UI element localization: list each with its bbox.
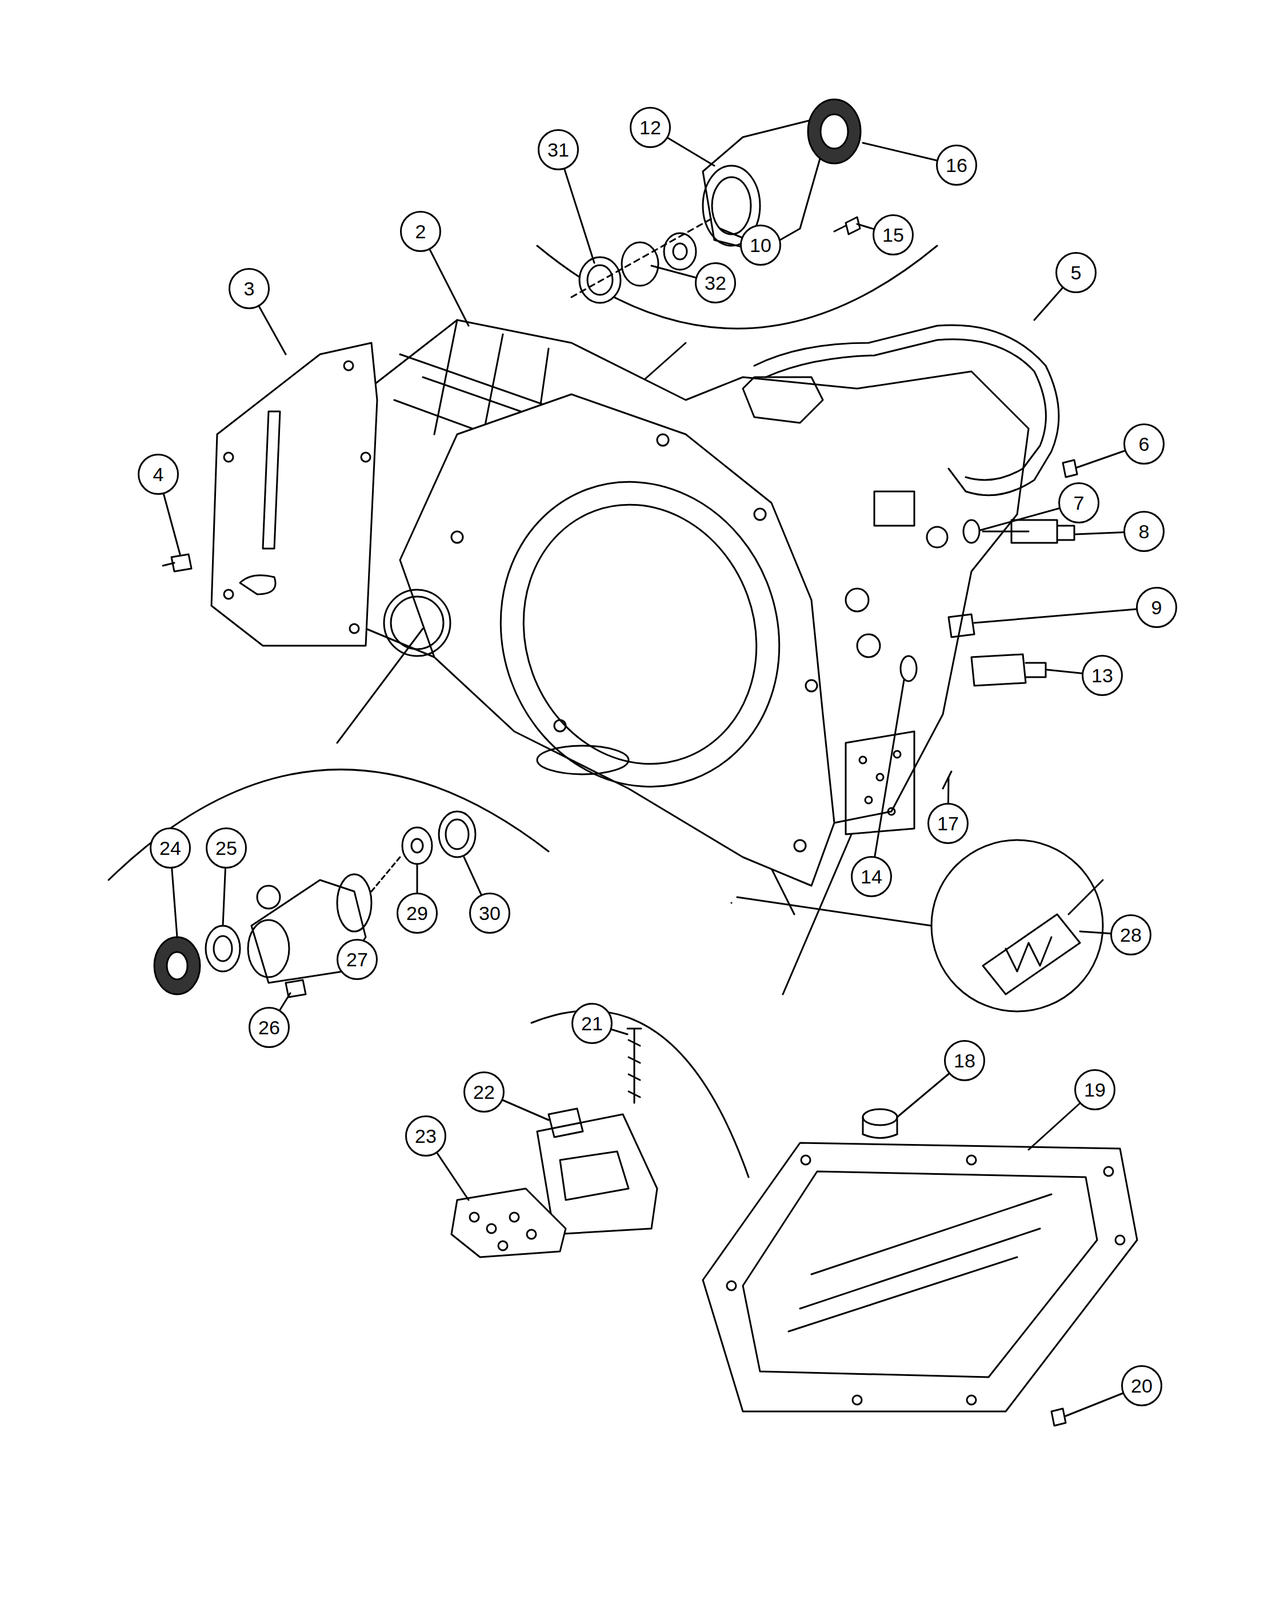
callout-number: 3 — [228, 268, 270, 310]
callout-number: 27 — [336, 938, 378, 980]
callout-number: 31 — [537, 129, 579, 171]
callout-number: 28 — [1110, 914, 1152, 956]
callout-number: 4 — [137, 453, 179, 495]
callout-number: 13 — [1081, 654, 1123, 696]
callout-number: 8 — [1123, 510, 1165, 552]
callout-number: 26 — [248, 1006, 290, 1048]
callout-number: 29 — [396, 892, 438, 934]
callout-number: 7 — [1058, 482, 1100, 524]
callout-number: 5 — [1055, 252, 1097, 294]
callout-number: 17 — [927, 802, 969, 844]
callout-number: 16 — [936, 144, 978, 186]
callout-number: 21 — [571, 1002, 613, 1044]
callout-number: 32 — [694, 262, 736, 304]
callout-number: 23 — [405, 1115, 447, 1157]
callout-number: 24 — [149, 827, 191, 869]
callout-number: 12 — [629, 106, 671, 148]
callout-number: 19 — [1074, 1069, 1116, 1111]
callout-number: 22 — [463, 1071, 505, 1113]
callout-number: 18 — [944, 1040, 986, 1082]
callout-number: 30 — [469, 892, 511, 934]
callout-number: 9 — [1136, 586, 1178, 628]
callout-number: 10 — [740, 224, 782, 266]
callout-number: 20 — [1121, 1365, 1163, 1407]
callout-number: 15 — [872, 214, 914, 256]
callout-number: 6 — [1123, 423, 1165, 465]
callout-number: 14 — [850, 856, 892, 898]
callout-number: 2 — [400, 210, 442, 252]
callout-number: 25 — [205, 827, 247, 869]
